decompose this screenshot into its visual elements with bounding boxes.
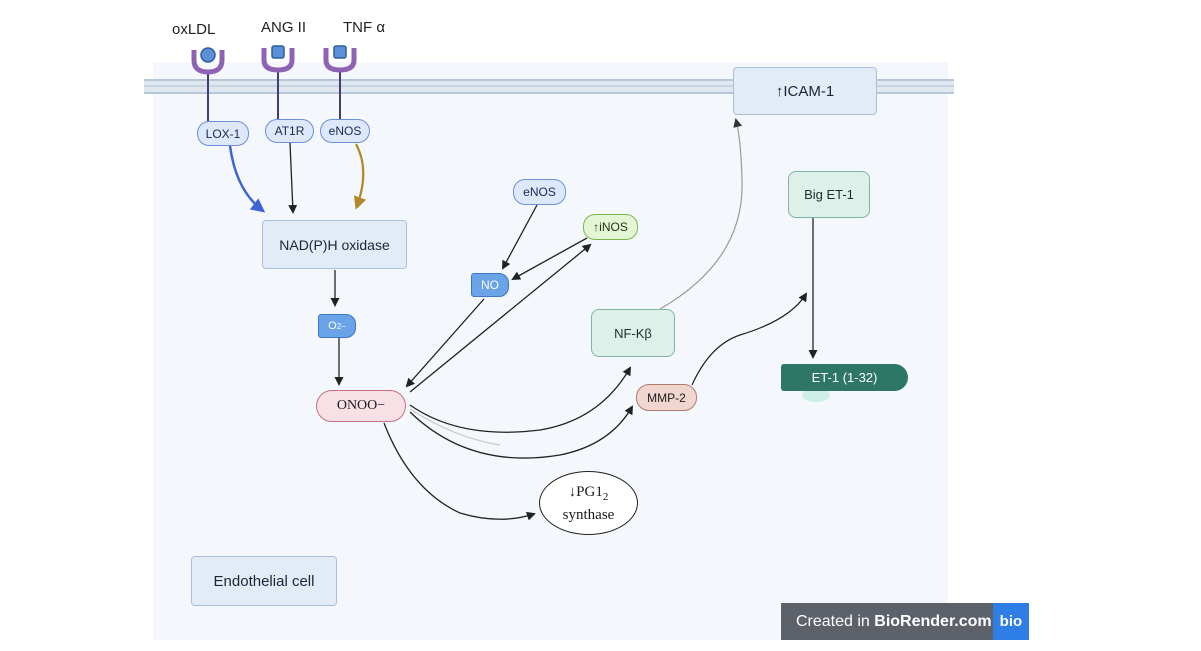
- lox1-to-nadph-arrow: [228, 145, 266, 213]
- oxldl-label: oxLDL: [172, 21, 216, 38]
- tnf-receptor-cup: [323, 48, 357, 73]
- enos-node: eNOS: [513, 179, 566, 205]
- peroxynitrite-node: ONOO−: [316, 390, 406, 422]
- enos-to-nadph-arrow: [353, 143, 367, 210]
- mmp2-node: MMP-2: [636, 384, 697, 411]
- superoxide-sup: −: [341, 321, 346, 331]
- biorender-badge[interactable]: Created in BioRender.com bio: [781, 603, 1029, 640]
- tnfa-ligand-icon: [333, 45, 347, 59]
- icam1-node: ↑ICAM-1: [733, 67, 877, 115]
- lox1-receptor-cup: [191, 50, 225, 75]
- enos-to-no-arrow: [502, 204, 538, 270]
- cell-membrane-midline: [144, 85, 954, 87]
- onoo-to-nfkb-arrow: [409, 366, 632, 433]
- lox1-receptor: LOX-1: [197, 121, 249, 146]
- pg-synthase-node: ↓PG12 synthase: [539, 471, 638, 535]
- onoo-to-nfkb-fade: [409, 408, 501, 446]
- nfkb-to-icam-arrow: [659, 118, 743, 310]
- mmp2-to-et-conversion-arrow: [691, 292, 808, 386]
- pg-synthase-line1: ↓PG12: [569, 483, 609, 506]
- pg-synthase-main: ↓PG1: [568, 483, 603, 500]
- at1r-receptor-cup: [261, 48, 295, 73]
- badge-prefix: Created in: [796, 612, 875, 630]
- ang2-ligand-icon: [271, 45, 285, 59]
- ang2-label: ANG II: [261, 19, 307, 36]
- biorender-badge-text: Created in BioRender.com: [781, 613, 993, 631]
- onoo-to-inos-arrow: [409, 243, 592, 393]
- onoo-to-mmp2-arrow: [409, 405, 634, 459]
- inos-node: ↑iNOS: [583, 214, 638, 240]
- badge-brand: BioRender.com: [874, 612, 992, 630]
- nadph-oxidase-node: NAD(P)H oxidase: [262, 220, 407, 269]
- et1-glow: [802, 388, 830, 402]
- endothelial-cell-label: Endothelial cell: [191, 556, 337, 606]
- pg-synthase-line2: synthase: [562, 506, 615, 523]
- superoxide-base: O: [328, 320, 337, 332]
- no-to-onoo-arrow: [405, 298, 485, 388]
- enos-membrane-node: eNOS: [320, 119, 370, 143]
- at1r-to-nadph-arrow: [288, 142, 298, 214]
- nfkb-node: NF-Kβ: [591, 309, 675, 357]
- inos-to-no-arrow: [511, 237, 588, 280]
- biorender-logo-icon: bio: [992, 603, 1029, 640]
- pg-synthase-sub: 2: [602, 490, 609, 503]
- no-node: NO: [471, 273, 509, 297]
- et1-node: ET-1 (1-32): [781, 364, 908, 391]
- superoxide-sub: 2: [336, 321, 342, 331]
- big-et1-node: Big ET-1: [788, 171, 870, 218]
- oxldl-ligand-icon: [200, 47, 216, 63]
- at1r-receptor: AT1R: [265, 119, 314, 143]
- tnfa-label: TNF α: [343, 19, 385, 36]
- onoo-to-pg-synthase-arrow: [383, 422, 536, 521]
